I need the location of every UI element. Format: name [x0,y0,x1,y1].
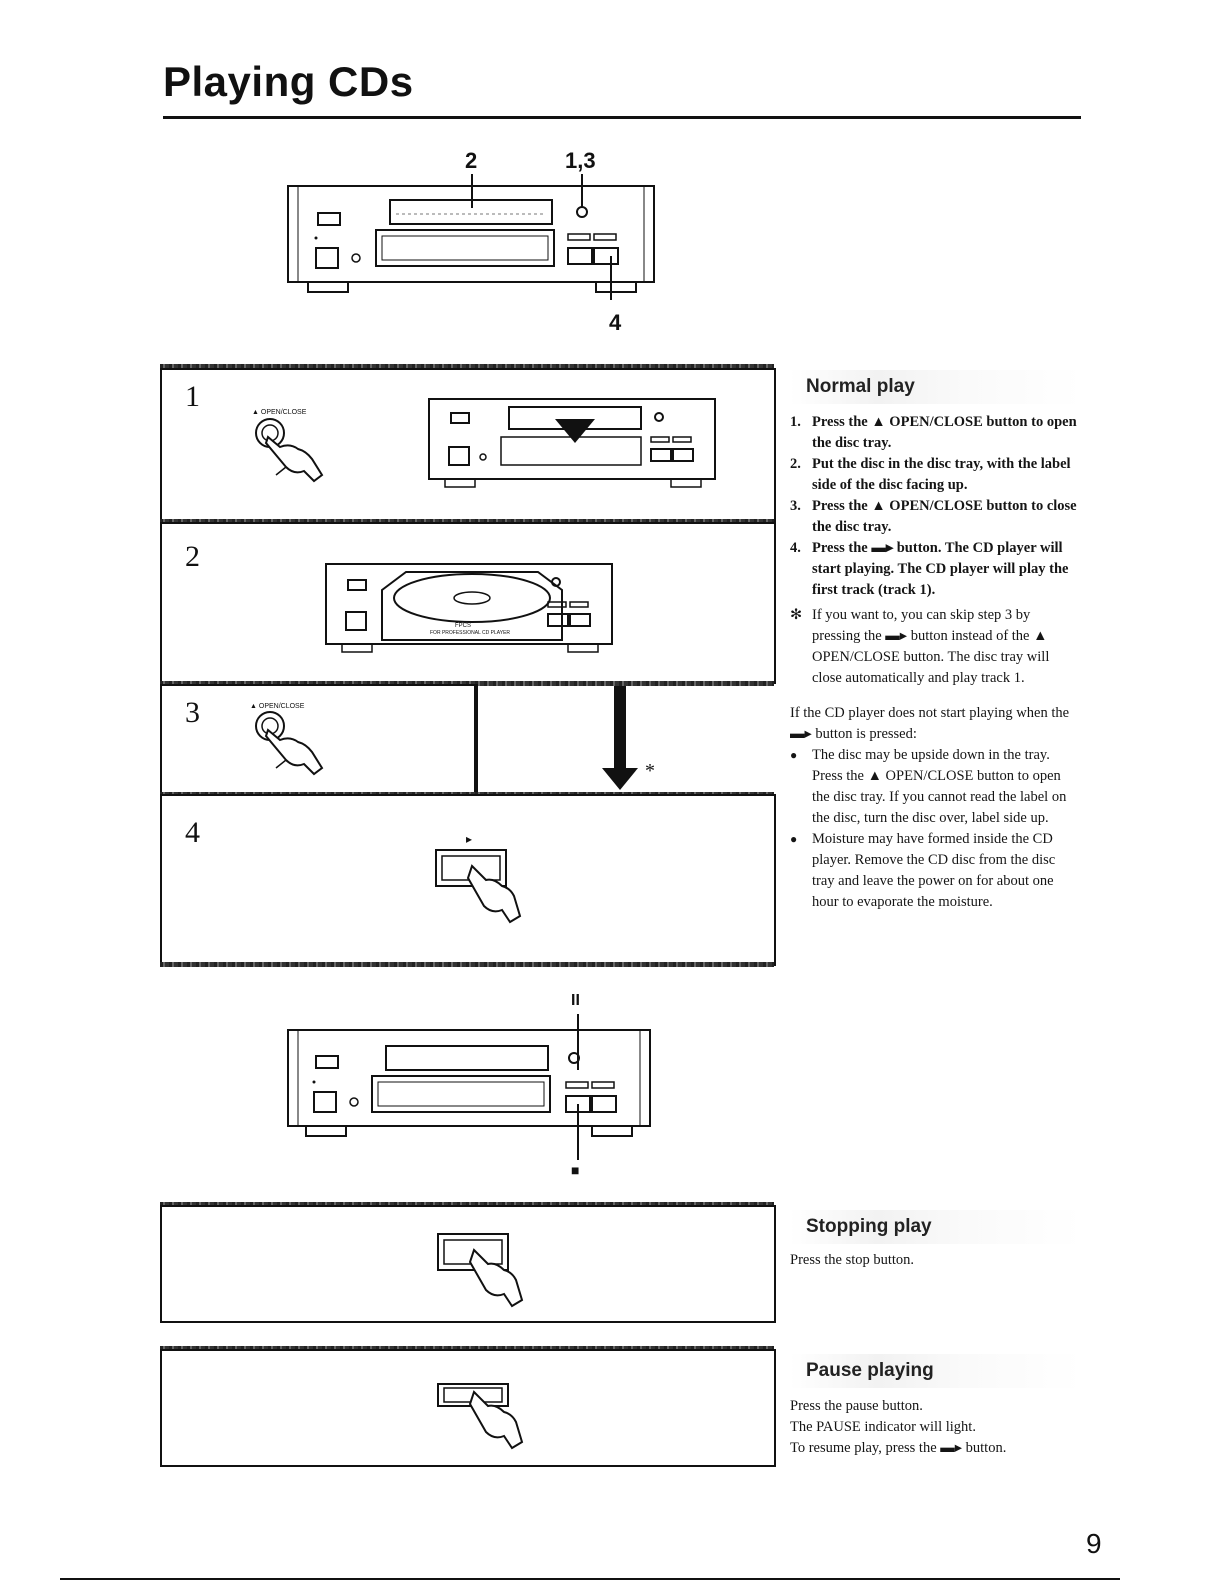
pause-line-1: Press the pause button. [790,1398,923,1414]
bottom-rule [60,1578,1120,1580]
step-4-panel [160,794,776,966]
pause-playing-heading: Pause playing [790,1354,1082,1388]
skip-step-note: ✻If you want to, you can skip step 3 by … [790,607,1050,686]
cd-player-pause-stop-diagram [287,1014,651,1160]
step-2-number: 2 [185,540,200,573]
step-4-number: 4 [185,816,200,849]
open-close-label: ▲ OPEN/CLOSE [250,703,305,710]
normal-play-heading: Normal play [790,370,1082,404]
scan-edge [160,1346,774,1351]
finger-press-pause-button-icon [437,1383,524,1450]
open-close-label: ▲ OPEN/CLOSE [252,409,307,416]
pause-callout: II [571,992,580,1009]
scan-edge [160,364,774,370]
finger-press-open-close-icon [255,418,324,483]
step-3-number: 3 [185,696,200,729]
normal-play-step-2: 2.Put the disc in the disc tray, with th… [790,456,1071,493]
skip-step-arrow-icon [602,686,638,790]
finger-press-stop-button-icon [437,1233,524,1308]
trouble-bullet: ●Moisture may have formed inside the CD … [790,831,1056,910]
scan-edge [160,1202,774,1207]
cd-player-tray-open-diagram [428,398,716,488]
stop-callout: ■ [571,1164,580,1179]
normal-play-step-1: 1.Press the ▲ OPEN/CLOSE button to open … [790,414,1077,451]
finger-press-play-button-icon [435,849,522,924]
callout-2: 2 [465,148,478,173]
page-number: 9 [1086,1528,1102,1559]
scan-edge [160,519,774,524]
play-symbol-label: ▸ [466,832,473,846]
cd-player-disc-in-tray-diagram [325,563,613,653]
trouble-bullet: ●The disc may be upside down in the tray… [790,747,1067,826]
pause-line-3: To resume play, press the ▬▸ button. [790,1440,1007,1456]
skip-note-asterisk: * [645,760,655,782]
pause-playing-text: Press the pause button. The PAUSE indica… [790,1396,1078,1459]
step-divider [476,684,478,794]
normal-play-step-3: 3.Press the ▲ OPEN/CLOSE button to close… [790,498,1077,535]
cd-player-front-diagram [287,174,655,300]
callout-1-3: 1,3 [565,148,596,173]
normal-play-step-4: 4.Press the ▬▸ button. The CD player wil… [790,540,1069,598]
scan-edge [160,962,774,967]
disc-tray-label-1: FPCS [455,623,472,629]
stopping-play-text: Press the stop button. [790,1252,915,1268]
normal-play-instructions: 1.Press the ▲ OPEN/CLOSE button to open … [790,412,1078,913]
stopping-play-heading: Stopping play [790,1210,1082,1244]
title-rule [163,116,1081,119]
page-title: Playing CDs [163,58,414,105]
finger-press-open-close-icon [255,711,324,776]
pause-panel [160,1349,776,1467]
disc-tray-label-2: FOR PROFESSIONAL CD PLAYER [430,630,511,636]
callout-4: 4 [609,310,622,335]
trouble-intro: If the CD player does not start playing … [790,705,1070,742]
pause-line-2: The PAUSE indicator will light. [790,1419,976,1435]
step-1-number: 1 [185,380,200,413]
scan-edge [160,681,774,686]
